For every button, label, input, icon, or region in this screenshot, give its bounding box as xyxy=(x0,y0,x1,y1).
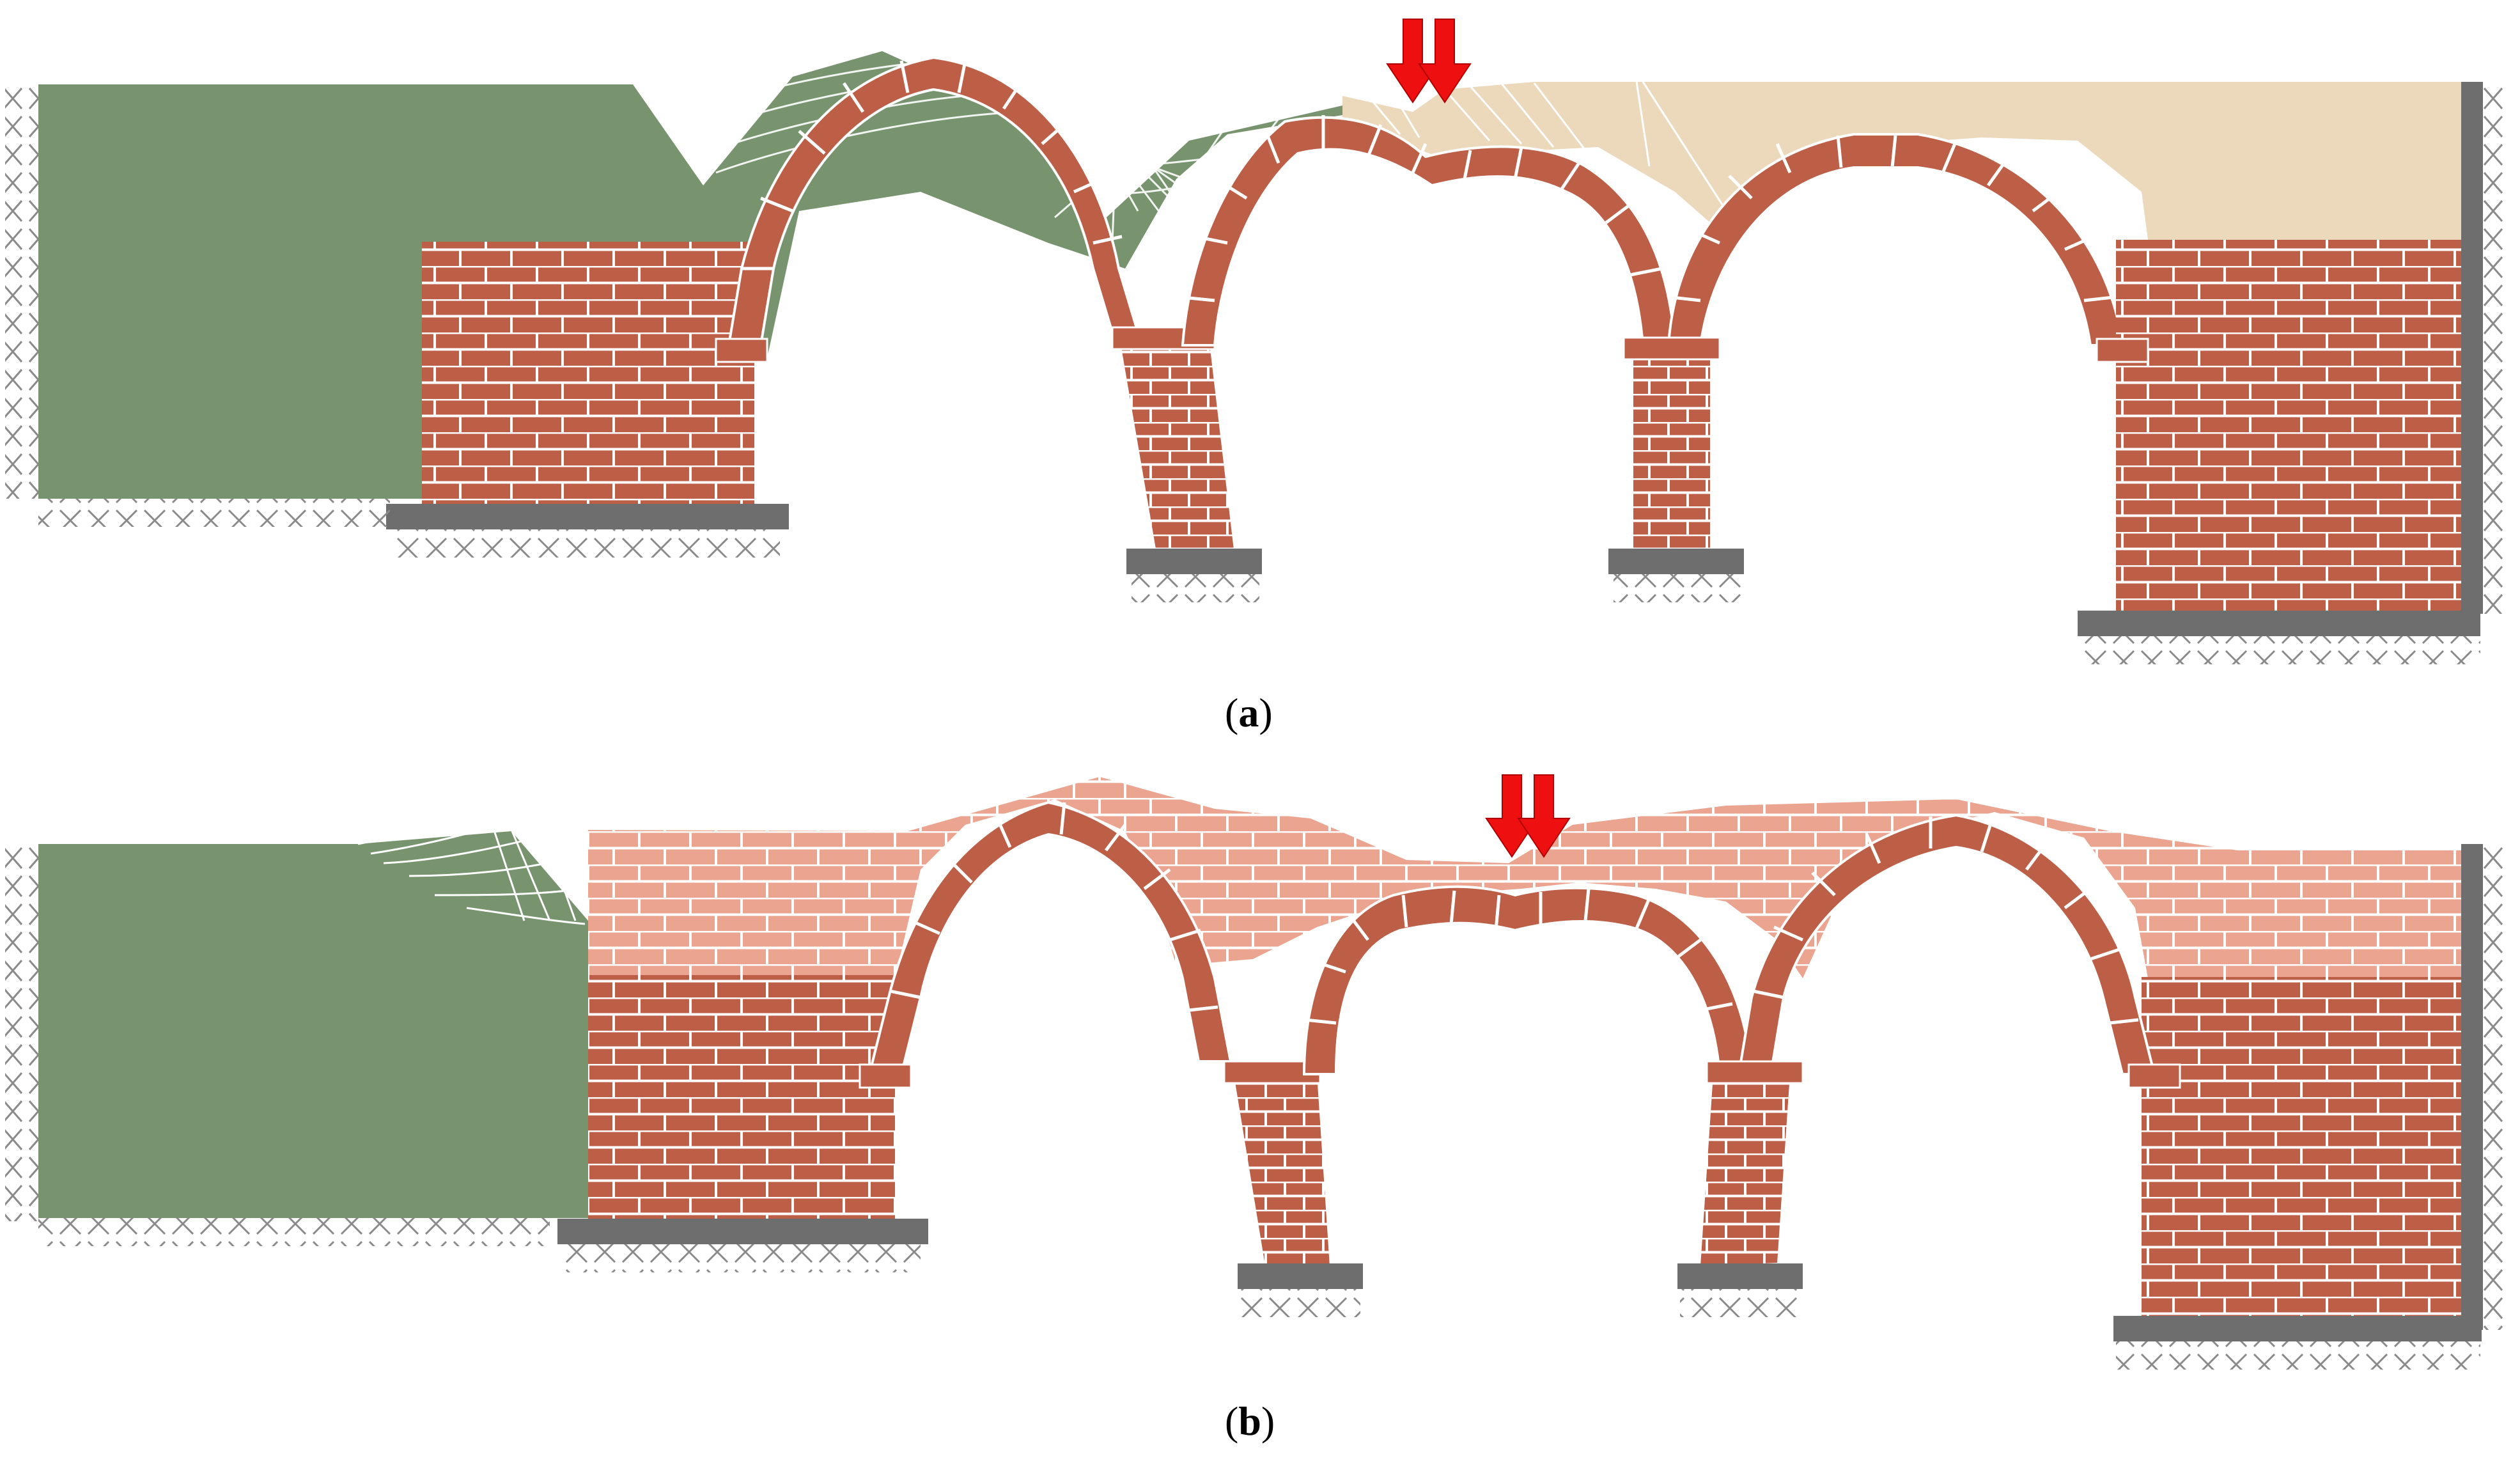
ground-hatch-right-b xyxy=(2116,1341,2480,1370)
capital-pier-right-b xyxy=(1706,1060,1804,1084)
footing-left-b xyxy=(557,1219,928,1244)
ground-hatch-pier1-a xyxy=(1132,574,1259,602)
footing-right-b xyxy=(2113,1316,2482,1341)
right-wall-support-b xyxy=(2461,844,2483,1330)
right-wall-support-a xyxy=(2461,82,2483,614)
load-arrow-b xyxy=(1485,774,1571,858)
ground-hatch-left2-a xyxy=(396,529,780,558)
pier-left-b xyxy=(1234,1074,1330,1269)
panel-caption-a: (a) xyxy=(1225,690,1273,735)
ground-hatch-left-b xyxy=(38,1218,550,1246)
panel-caption-a-letter: a xyxy=(1238,690,1259,735)
fill-beige-a xyxy=(1342,82,2461,240)
ground-hatch-pier2-b xyxy=(1680,1289,1800,1317)
ground-hatch-pier1-b xyxy=(1240,1289,1360,1317)
ground-hatch-left2-b xyxy=(563,1244,921,1272)
backfill-green-b xyxy=(38,831,588,1218)
right-wall-hatch-b xyxy=(2483,844,2508,1330)
capital-pier-right-a xyxy=(1622,336,1721,361)
arch-3-b xyxy=(1737,813,2156,1075)
ground-hatch-pier2-a xyxy=(1614,574,1741,602)
footing-pier-left-a xyxy=(1126,549,1262,574)
pier-right-b xyxy=(1700,1074,1790,1266)
arch-1-a xyxy=(727,56,1140,347)
right-brick-wall-a xyxy=(2116,240,2461,611)
panel-b xyxy=(5,774,2508,1370)
left-brick-wall-b xyxy=(588,975,895,1221)
left-wall-hatch-b xyxy=(5,844,38,1221)
panel-caption-b: (b) xyxy=(1225,1398,1275,1444)
ground-hatch-left-a xyxy=(38,499,390,527)
footing-pier-right-a xyxy=(1608,549,1744,574)
pier-left-a xyxy=(1119,332,1234,556)
spandrel-light-b xyxy=(588,777,2461,978)
left-wall-hatch-a xyxy=(5,83,38,499)
footing-right-a xyxy=(2078,611,2480,636)
panel-a xyxy=(5,17,2508,664)
impost-left-b xyxy=(859,1063,912,1089)
impost-left-a xyxy=(715,338,768,363)
right-brick-wall-b xyxy=(2142,977,2461,1316)
impost-right-a xyxy=(2096,338,2149,363)
footing-left-a xyxy=(386,504,789,529)
footing-pier-left-b xyxy=(1238,1263,1363,1289)
ground-hatch-right-a xyxy=(2084,636,2480,664)
left-brick-wall-a xyxy=(422,242,754,504)
panel-caption-b-letter: b xyxy=(1238,1398,1261,1444)
footing-pier-right-b xyxy=(1677,1263,1803,1289)
pier-right-a xyxy=(1633,348,1710,550)
crack-lines-b xyxy=(357,792,586,925)
arch-2-b xyxy=(1302,885,1754,1075)
impost-right-b xyxy=(2127,1063,2181,1089)
right-wall-hatch-a xyxy=(2483,82,2508,614)
load-arrow-a xyxy=(1386,19,1472,104)
